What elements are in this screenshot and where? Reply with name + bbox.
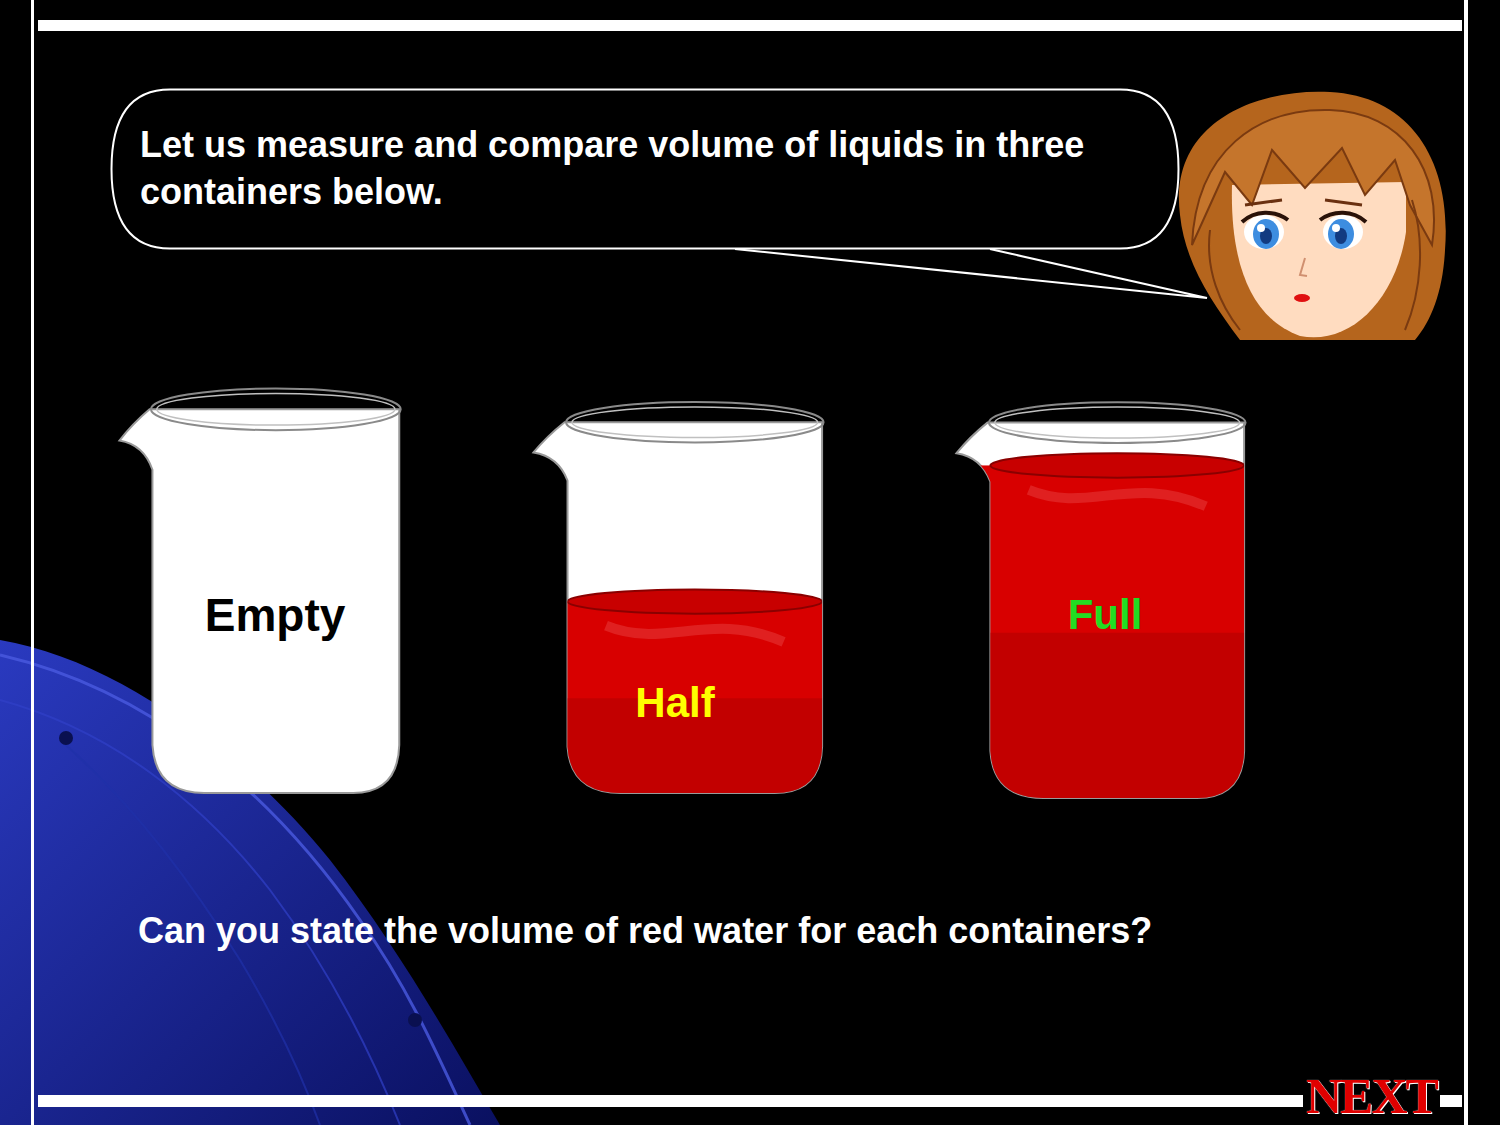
eyebrow: [1245, 200, 1282, 205]
eyelash: [1320, 213, 1366, 222]
beaker: Empty: [118, 378, 405, 795]
swoosh-dot: [59, 731, 73, 745]
eye-highlight: [1257, 224, 1265, 232]
left-rule: [31, 0, 34, 1125]
red-water: [532, 589, 828, 795]
water-shade: [955, 633, 1250, 800]
speech-text: Let us measure and compare volume of liq…: [140, 122, 1150, 216]
beaker-rim: [566, 402, 824, 442]
beaker-label: Full: [1068, 591, 1143, 639]
lips: [1294, 294, 1310, 302]
beaker-label: Half: [635, 679, 714, 727]
beaker-label: Empty: [205, 589, 346, 642]
iris: [1253, 219, 1279, 249]
bubble-outline: [112, 90, 1179, 249]
beaker-glass: [119, 409, 399, 793]
hair-strand: [1209, 230, 1240, 330]
water-streak: [606, 626, 784, 642]
beaker-drawing: [532, 392, 828, 795]
beaker-rim: [995, 407, 1240, 438]
beaker: Full: [955, 392, 1250, 800]
eye-highlight: [1332, 224, 1340, 232]
beaker-drawing: [118, 378, 405, 795]
face: [1232, 182, 1406, 337]
bangs: [1192, 110, 1434, 245]
bottom-rule: [38, 1095, 1462, 1107]
right-rule: [1464, 0, 1468, 1125]
top-rule: [38, 20, 1462, 31]
bubble-tail: [735, 249, 1207, 298]
red-water: [532, 602, 828, 795]
eyelash: [1242, 213, 1288, 222]
speech-bubble: Let us measure and compare volume of liq…: [110, 88, 1180, 250]
beaker: Half: [532, 392, 828, 795]
eyebrow: [1325, 200, 1362, 205]
water-surface: [990, 453, 1244, 477]
next-button: NEXT: [1303, 1068, 1440, 1125]
beaker-rim: [151, 388, 401, 430]
nose: [1300, 258, 1307, 276]
bubble-outline: [110, 88, 1180, 250]
swoosh-dot: [408, 1013, 422, 1027]
red-water: [955, 453, 1250, 800]
iris: [1328, 219, 1354, 249]
beaker-rim: [157, 393, 395, 425]
beaker-rim: [572, 407, 818, 438]
beaker-rim: [989, 402, 1246, 443]
red-water: [955, 465, 1250, 800]
hair: [1179, 92, 1446, 340]
hair-strand: [1405, 200, 1420, 330]
water-surface: [568, 589, 823, 613]
question-text: Can you state the volume of red water fo…: [138, 910, 1152, 951]
eye-white: [1244, 215, 1284, 249]
girl-face: [1179, 92, 1446, 340]
eye-white: [1323, 215, 1363, 249]
water-streak: [1029, 490, 1206, 506]
